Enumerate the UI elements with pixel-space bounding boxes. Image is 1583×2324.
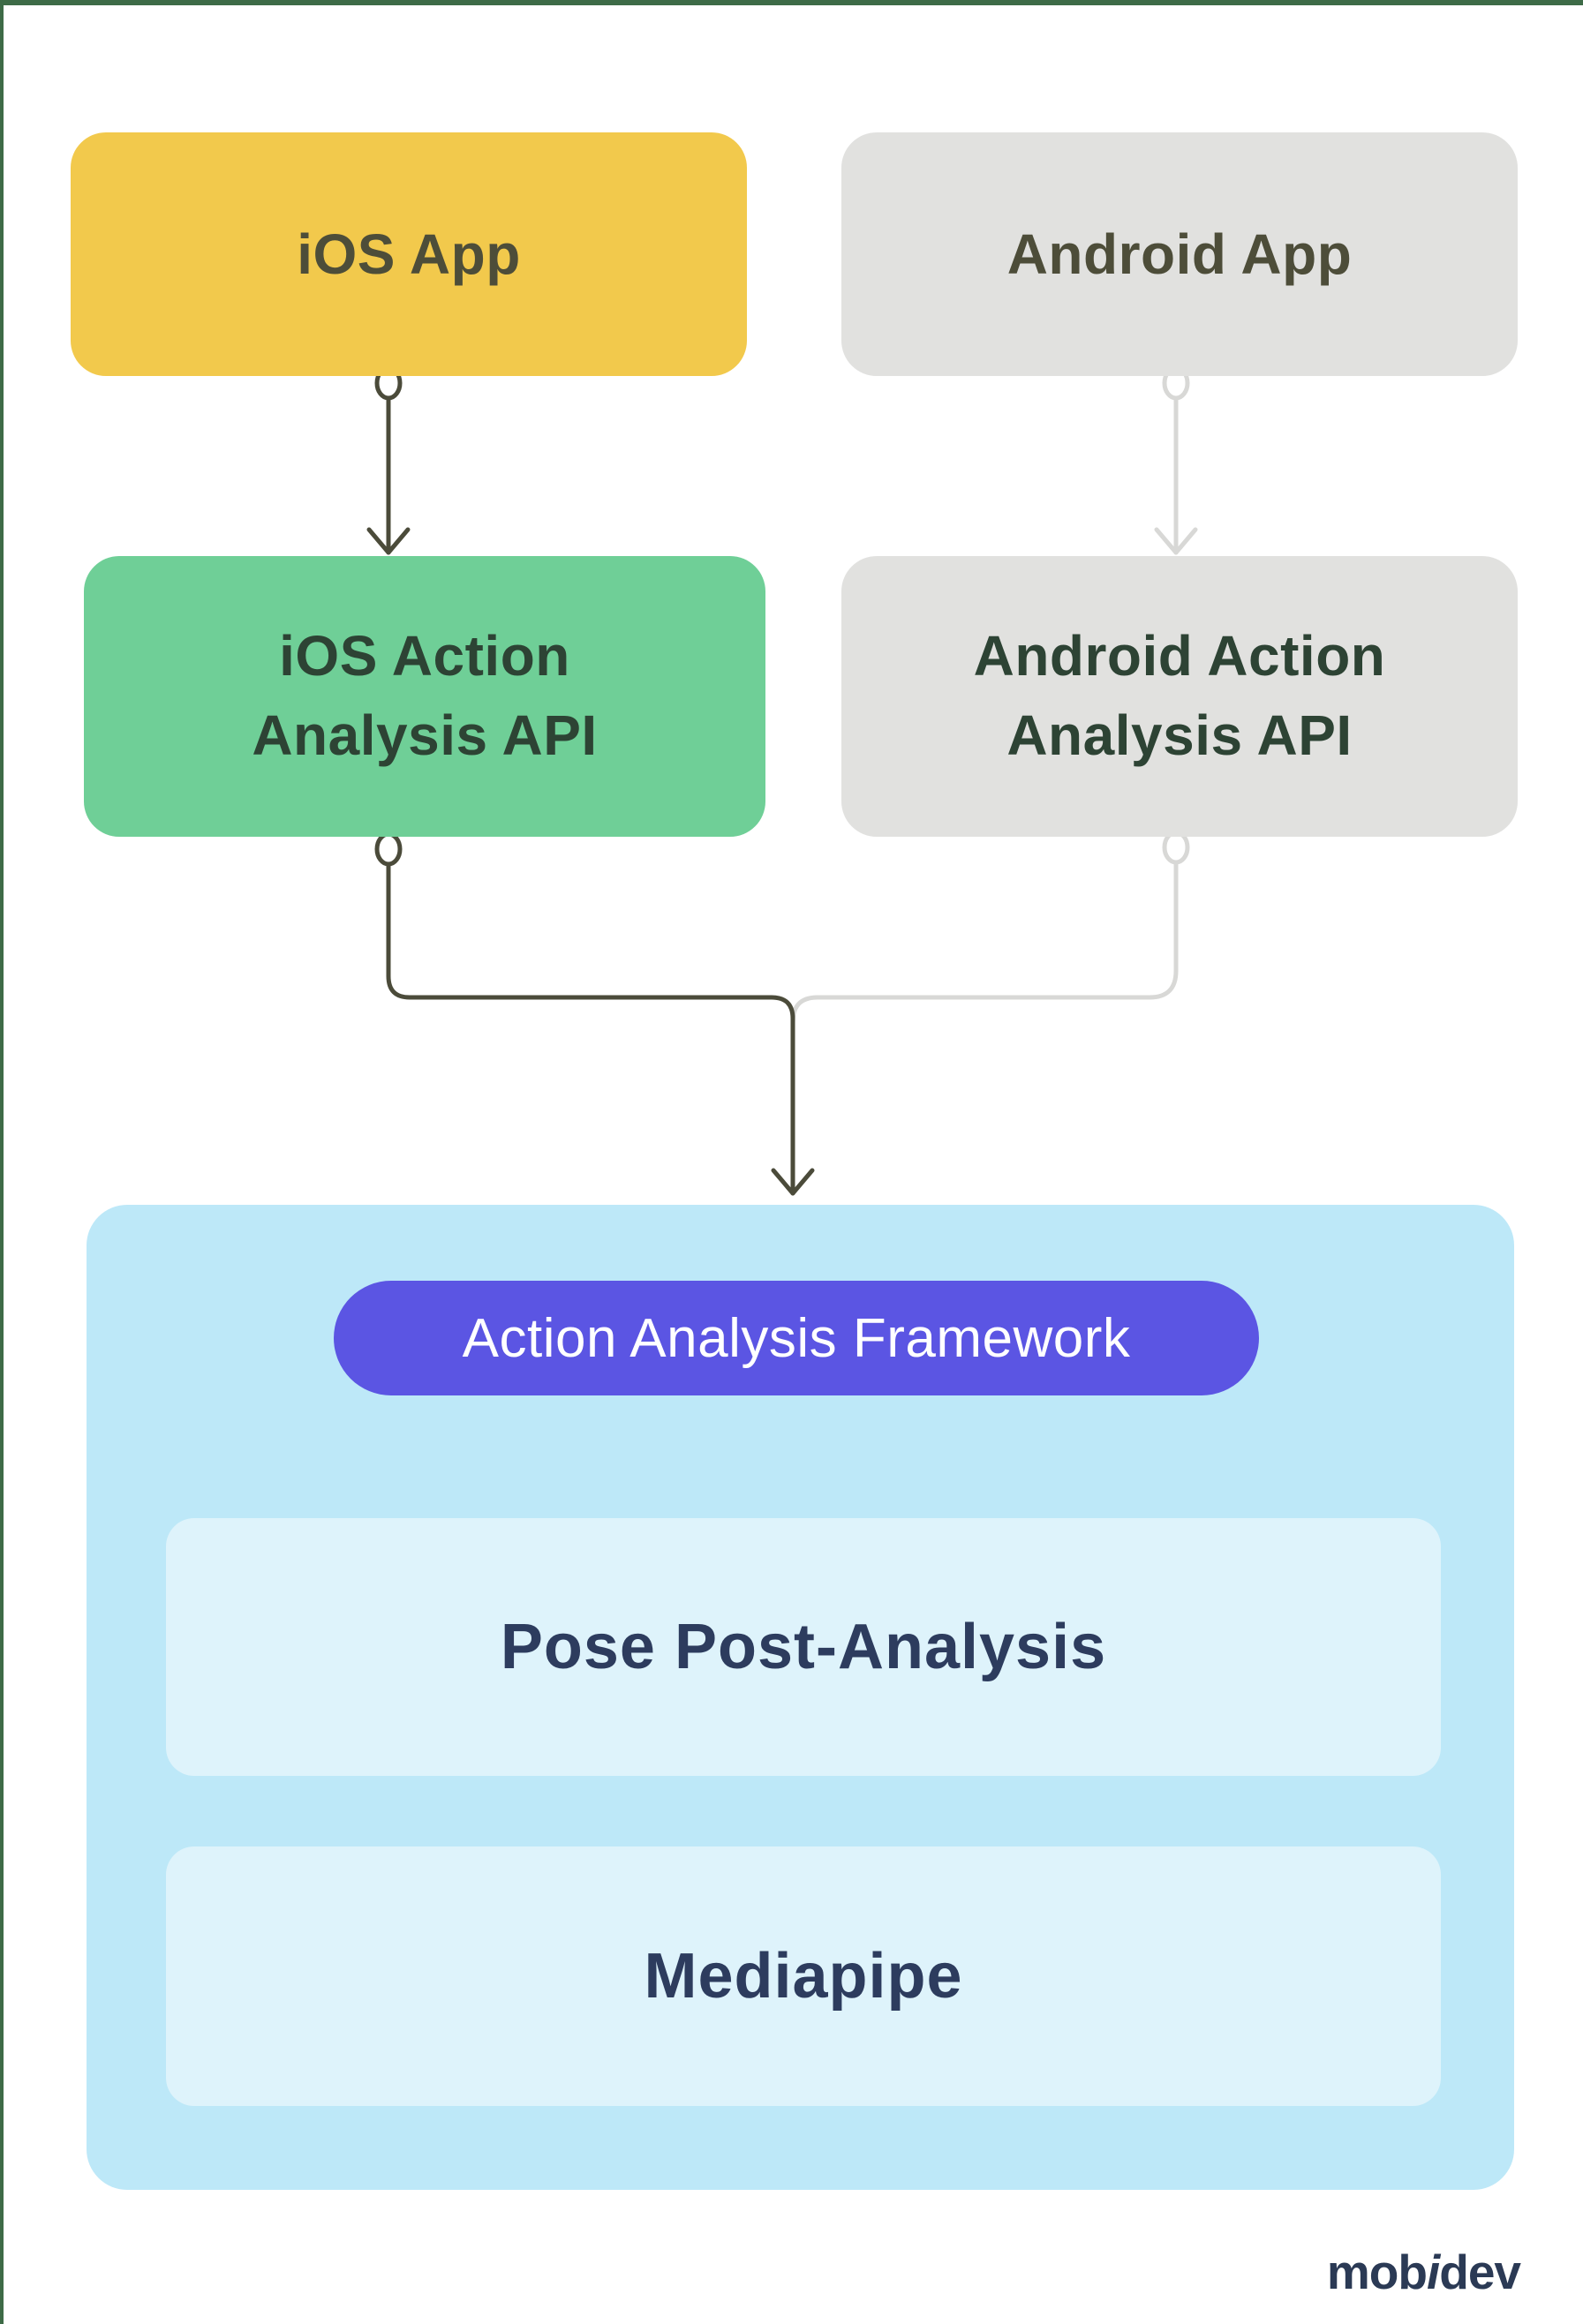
android-api-label: Android Action Analysis API	[973, 624, 1386, 767]
framework-badge-label: Action Analysis Framework	[462, 1307, 1131, 1369]
mediapipe-label: Mediapipe	[644, 1941, 963, 2012]
ios-api-label: iOS Action Analysis API	[252, 624, 598, 767]
node-mediapipe: Mediapipe	[166, 1846, 1441, 2106]
connector-dot-android-api	[1162, 830, 1190, 865]
ios-arrowhead-icon	[366, 527, 411, 555]
framework-arrowhead-icon	[771, 1168, 815, 1196]
node-ios-action-analysis-api: iOS Action Analysis API	[84, 556, 765, 837]
page-border-top	[0, 0, 1583, 5]
pose-label: Pose Post-Analysis	[500, 1612, 1107, 1682]
mobidev-logo: mobidev	[1148, 2244, 1521, 2300]
ios-api-to-framework-line	[386, 862, 795, 1196]
ios-app-label: iOS App	[297, 222, 521, 286]
framework-badge: Action Analysis Framework	[334, 1281, 1259, 1395]
logo-part-mob: mob	[1326, 2245, 1428, 2299]
node-pose-post-analysis: Pose Post-Analysis	[166, 1518, 1441, 1776]
android-api-to-framework-line	[790, 861, 1179, 1025]
android-app-label: Android App	[1006, 222, 1353, 286]
android-arrowhead-icon	[1154, 527, 1198, 555]
logo-part-i: i	[1426, 2245, 1440, 2299]
connector-dot-ios-api	[374, 831, 403, 867]
node-android-app: Android App	[841, 132, 1518, 376]
node-android-action-analysis-api: Android Action Analysis API	[841, 556, 1518, 837]
page-border-left	[0, 0, 4, 2324]
node-ios-app: iOS App	[71, 132, 747, 376]
logo-part-dev: dev	[1439, 2245, 1521, 2299]
